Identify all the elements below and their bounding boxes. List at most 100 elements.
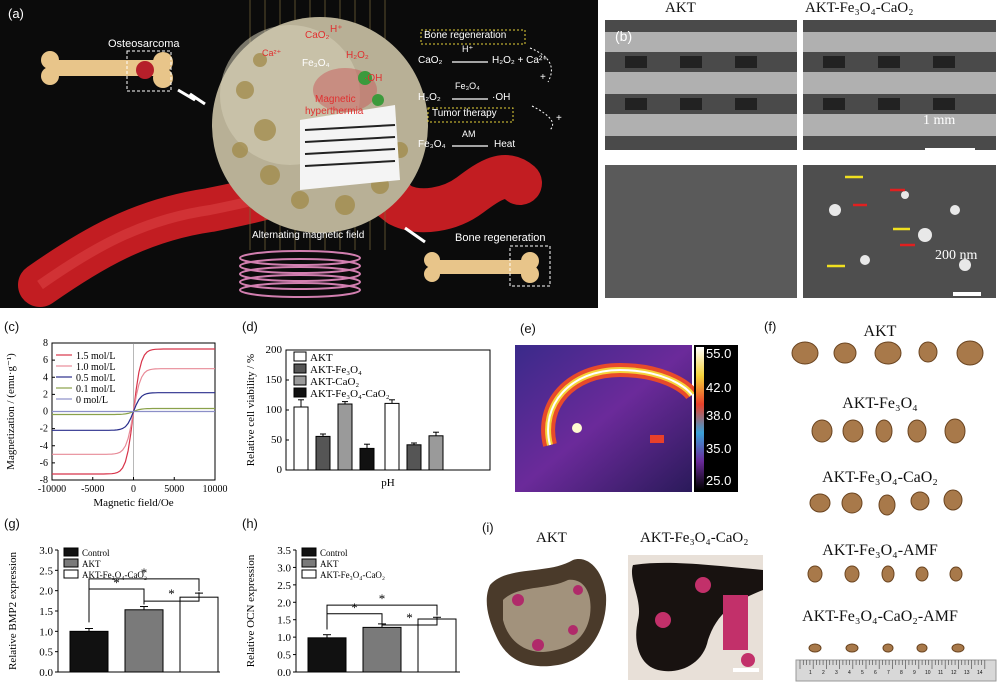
ruler-number-5: 5 — [861, 670, 864, 676]
y-axis-label: Relative cell viability / % — [245, 354, 257, 466]
amf-label: Alternating magnetic field — [252, 230, 365, 241]
legend-swatch — [293, 375, 307, 386]
legend-label: 1.5 mol/L — [76, 351, 115, 362]
y-tick-label: 6 — [43, 355, 48, 366]
y-tick-label: -8 — [40, 475, 48, 486]
sphere-label-oh: ·OH — [364, 73, 383, 84]
reaction2-catalyst: Fe₃O₄ — [455, 81, 480, 91]
thermal-scale-35: 35.0 — [706, 441, 732, 456]
panel-b-label: (b) — [615, 28, 633, 44]
y-tick-label: -2 — [40, 424, 48, 435]
bar — [406, 444, 422, 471]
panel-c-label: (c) — [4, 319, 20, 334]
x-axis-label: Magnetic field/Oe — [93, 497, 173, 509]
ruler-number-10: 10 — [925, 670, 931, 676]
legend-label: AKT — [320, 559, 339, 569]
significance-star: * — [351, 600, 358, 615]
x-tick-label: 5000 — [164, 484, 184, 495]
legend-swatch — [63, 569, 79, 579]
legend-label: 0.1 mol/L — [76, 384, 115, 395]
ruler-number-12: 12 — [951, 670, 957, 676]
legend-swatch — [293, 363, 307, 374]
ruler-number-14: 14 — [977, 670, 983, 676]
significance-star: * — [406, 610, 413, 625]
y-tick-label: 0.5 — [39, 647, 53, 659]
tumor-photos — [791, 340, 997, 682]
panel-a-illustration — [18, 0, 554, 307]
legend-label: AKT — [82, 559, 101, 569]
y-tick-label: 3.5 — [277, 545, 291, 557]
bar — [359, 447, 375, 471]
reaction1-right: H₂O₂ + Ca²⁺ — [492, 55, 548, 66]
reaction1-catalyst: H⁺ — [462, 44, 474, 54]
significance-bracket — [88, 578, 200, 592]
plus-sign-2: + — [556, 113, 562, 124]
x-tick-label: 10000 — [203, 484, 228, 495]
chart-d: 0 50 100 150 200 pH Relative cell viability / … — [245, 344, 491, 489]
group-akt-fe3o4-amf: AKT-Fe₃O₄-AMF — [822, 542, 938, 559]
y-axis-label: Relative BMP2 expression — [7, 552, 19, 670]
y-axis-label: Magnetization / (emu·g⁻¹) — [5, 353, 17, 470]
reaction3-catalyst: AM — [462, 129, 476, 139]
sem-images — [605, 20, 996, 298]
plus-sign-1: + — [540, 72, 546, 83]
panel-i-col2: AKT-Fe₃O₄-CaO₂ — [640, 530, 749, 546]
significance-star: * — [168, 586, 175, 601]
ruler-number-11: 11 — [938, 670, 944, 676]
reaction3-right: Heat — [494, 139, 516, 150]
y-tick-label: 0 — [277, 464, 283, 476]
legend-label: 0 mol/L — [76, 395, 108, 406]
reaction2-right: ·OH — [492, 92, 511, 103]
hyperthermia-label: hyperthermia — [305, 106, 364, 117]
sphere-label-ca: Ca²⁺ — [262, 48, 282, 58]
reaction2-left: H₂O₂ — [418, 92, 441, 103]
y-tick-label: 0 — [43, 407, 48, 418]
legend-swatch — [293, 387, 307, 398]
x-axis-label: pH — [381, 477, 395, 489]
bar — [124, 609, 164, 673]
legend-swatch — [301, 547, 317, 557]
reaction3-left: Fe₃O₄ — [418, 139, 446, 150]
bar — [293, 406, 309, 471]
y-tick-label: 1.5 — [39, 606, 53, 618]
ruler-number-6: 6 — [874, 670, 877, 676]
panel-b-col1: AKT — [665, 0, 696, 16]
scale-bar-1mm: 1 mm — [923, 113, 956, 128]
y-tick-label: 3.0 — [277, 562, 291, 574]
y-tick-label: -4 — [40, 441, 48, 452]
significance-bracket — [326, 604, 438, 616]
y-tick-label: 100 — [266, 404, 283, 416]
y-tick-label: 50 — [271, 434, 283, 446]
y-tick-label: 1.0 — [39, 626, 53, 638]
significance-star: * — [113, 575, 120, 590]
y-tick-label: 0.0 — [39, 667, 53, 679]
y-tick-label: 3.0 — [39, 545, 53, 557]
panel-e: (e) 55.0 42.0 38.0 35.0 25.0 — [510, 315, 740, 495]
group-akt-fe3o4-cao2: AKT-Fe₃O₄-CaO₂ — [822, 469, 938, 486]
magnetic-label: Magnetic — [315, 94, 356, 105]
y-tick-label: 4 — [43, 372, 48, 383]
legend-label: AKT-Fe₃O₄-CaO₂ — [82, 570, 147, 580]
y-tick-label: 2 — [43, 389, 48, 400]
y-axis-label: Relative OCN expression — [245, 554, 257, 667]
y-tick-label: -6 — [40, 458, 48, 469]
sphere-label-h: H⁺ — [330, 24, 343, 35]
y-tick-label: 200 — [266, 344, 283, 356]
panel-f-label: (f) — [764, 319, 777, 334]
panel-d-label: (d) — [242, 319, 258, 334]
legend-label: AKT-Fe₃O₄ — [310, 364, 362, 376]
bar — [307, 637, 347, 673]
y-tick-label: 1.0 — [277, 632, 291, 644]
panel-a: (a) Osteosarcoma Bone regeneration CaO₂ … — [0, 0, 598, 308]
sphere-label-fe3o4: Fe₃O₄ — [302, 58, 330, 69]
legend-label: Control — [320, 548, 348, 558]
y-tick-label: 2.0 — [39, 586, 53, 598]
legend-swatch — [301, 558, 317, 568]
y-tick-label: 150 — [266, 374, 283, 386]
bar — [428, 435, 444, 471]
bar — [69, 630, 109, 673]
